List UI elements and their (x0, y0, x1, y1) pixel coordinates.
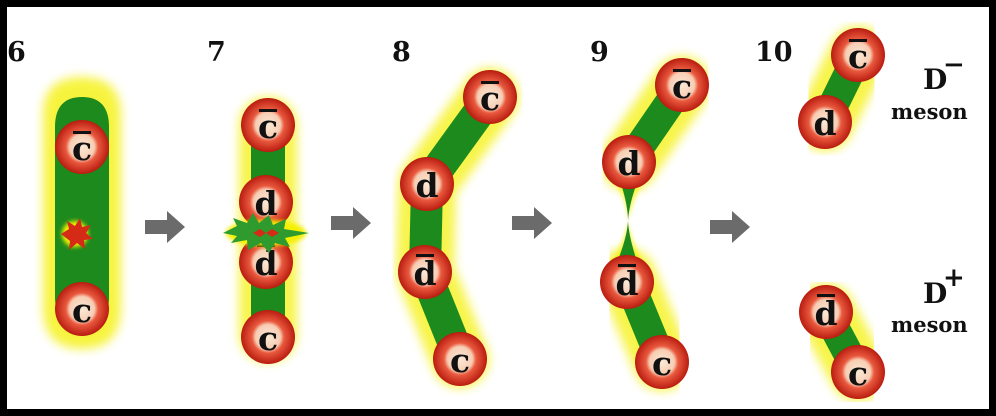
quark-label: d (814, 294, 837, 333)
step-8-flux-tube (425, 97, 490, 359)
quark-label: c (450, 341, 470, 380)
antiparticle-bar (817, 294, 835, 297)
quark-antidown: d (799, 285, 853, 339)
quark-charm: c (241, 310, 295, 364)
antiparticle-bar (259, 109, 277, 112)
quark-down: d (602, 135, 656, 189)
meson-charge: − (943, 50, 965, 80)
quark-label: d (813, 104, 836, 143)
meson-word: meson (891, 99, 968, 124)
quark-antidown: d (398, 245, 452, 299)
quark-label: c (480, 79, 500, 118)
quark-label: d (413, 254, 436, 293)
quark-down: d (798, 95, 852, 149)
quark-anticharm: c (655, 58, 709, 112)
quark-label: d (415, 166, 438, 205)
quark-label: c (72, 291, 92, 330)
step-label-8: 8 (392, 37, 411, 68)
antiparticle-bar (849, 39, 867, 42)
antiparticle-bar (673, 69, 691, 72)
d-minus-meson-label: D − meson (891, 50, 968, 124)
quark-anticharm: c (241, 98, 295, 152)
meson-charge: + (943, 263, 965, 293)
arrow-right-icon (331, 207, 371, 239)
quark-label: c (258, 107, 278, 146)
antiparticle-bar (73, 131, 91, 134)
meson-word: meson (891, 312, 968, 337)
step-label-6: 6 (7, 37, 26, 68)
antiparticle-bar (416, 254, 434, 257)
quark-label: d (254, 184, 277, 223)
quark-label: d (254, 244, 277, 283)
quark-down: d (400, 157, 454, 211)
quark-charm: c (433, 332, 487, 386)
quark-label: c (672, 67, 692, 106)
quark-label: c (848, 37, 868, 76)
step-label-7: 7 (207, 37, 226, 68)
step-label-9: 9 (590, 37, 609, 68)
quark-charm: c (831, 345, 885, 399)
d-plus-meson-label: D + meson (891, 263, 968, 337)
quark-label: c (72, 129, 92, 168)
quark-charm: c (55, 282, 109, 336)
step-label-10: 10 (755, 37, 793, 68)
arrow-right-icon (145, 211, 185, 243)
arrow-right-icon (710, 211, 750, 243)
quark-label: d (617, 144, 640, 183)
quark-label: d (615, 264, 638, 303)
quark-label: c (258, 319, 278, 358)
quark-anticharm: c (463, 70, 517, 124)
antiparticle-bar (481, 81, 499, 84)
meson-creation-diagram: 6 7 8 9 10 c c c d d (7, 7, 989, 409)
quark-anticharm: c (55, 120, 109, 174)
quark-label: c (652, 344, 672, 383)
diagram-panel: 6 7 8 9 10 c c c d d (7, 7, 989, 409)
quark-label: c (848, 354, 868, 393)
antiparticle-bar (618, 264, 636, 267)
arrow-right-icon (512, 207, 552, 239)
quark-anticharm: c (831, 28, 885, 82)
quark-antidown: d (600, 255, 654, 309)
quark-charm: c (635, 335, 689, 389)
